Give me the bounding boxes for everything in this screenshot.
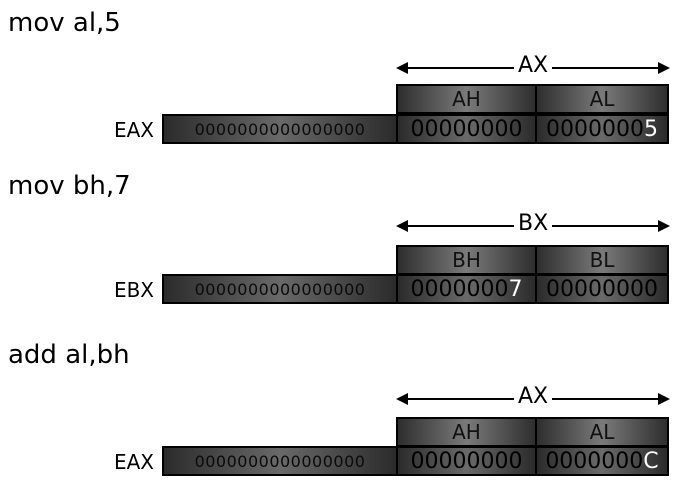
al-value-highlight: C bbox=[643, 448, 659, 474]
register-name-ebx: EBX bbox=[113, 278, 154, 302]
reg-header-bl: BL bbox=[535, 245, 669, 275]
instruction-add-al-bh: add al,bh bbox=[8, 340, 130, 370]
ah-bits: 00000000 bbox=[396, 114, 537, 144]
instruction-mov-bh: mov bh,7 bbox=[8, 171, 131, 201]
reg-header-al: AL bbox=[535, 417, 669, 447]
instruction-mov-al: mov al,5 bbox=[8, 8, 121, 38]
al-value-highlight: 5 bbox=[643, 116, 658, 142]
eax-upper-bits: 0000000000000000 bbox=[162, 114, 398, 144]
ebx-upper-bits: 0000000000000000 bbox=[162, 274, 398, 304]
ah-bits: 00000000 bbox=[396, 446, 537, 476]
reg-header-bh: BH bbox=[396, 245, 537, 275]
eax-upper-bits: 0000000000000000 bbox=[162, 446, 398, 476]
register-name-eax: EAX bbox=[113, 450, 154, 474]
reg-header-al: AL bbox=[535, 84, 669, 114]
bl-bits: 00000000 bbox=[535, 274, 669, 304]
span-label-ax: AX bbox=[514, 386, 553, 408]
bh-value-highlight: 7 bbox=[508, 276, 523, 302]
reg-header-ah: AH bbox=[396, 84, 537, 114]
reg-header-ah: AH bbox=[396, 417, 537, 447]
span-label-bx: BX bbox=[514, 213, 553, 235]
span-label-ax: AX bbox=[514, 55, 553, 77]
register-name-eax: EAX bbox=[113, 118, 154, 142]
